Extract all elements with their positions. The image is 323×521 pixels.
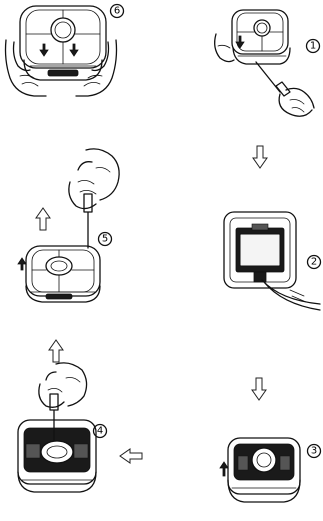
- arrow-up-step5-to-step6: [36, 208, 50, 230]
- step-4-illustration: 4: [18, 363, 107, 492]
- arrow-up-step4-to-step5: [49, 340, 63, 362]
- step-4-number: 4: [97, 426, 103, 437]
- step-5-number: 5: [102, 234, 108, 245]
- step-6-number: 6: [114, 6, 120, 17]
- step-1-number: 1: [310, 41, 316, 52]
- arrow-down-step2-to-step3: [252, 378, 266, 400]
- step-5-illustration: 5: [18, 149, 119, 302]
- step-1-illustration: 1: [215, 10, 320, 116]
- step-3-illustration: 3: [220, 438, 321, 502]
- step-2-illustration: 2: [224, 212, 321, 310]
- step-6-illustration: 6: [6, 5, 124, 97]
- arrow-down-step1-to-step2: [253, 146, 267, 168]
- arrow-left-step3-to-step4: [120, 449, 142, 463]
- step-2-number: 2: [311, 257, 317, 268]
- step-3-number: 3: [311, 446, 317, 457]
